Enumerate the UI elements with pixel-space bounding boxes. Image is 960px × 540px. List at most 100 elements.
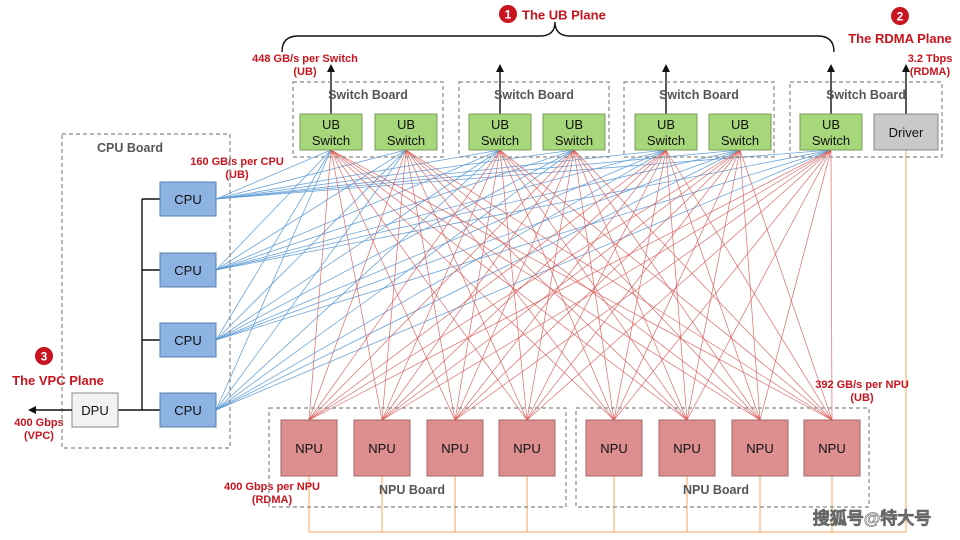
npu-ub-link [330, 149, 456, 421]
npu-ub-link [454, 149, 832, 421]
switch-board-3: Switch Board [623, 81, 775, 158]
uplink-arrows [327, 64, 910, 114]
npu: NPU [585, 419, 643, 477]
cpu-ub-link [215, 149, 741, 200]
rdma-bandwidth-protocol: (RDMA) [910, 66, 951, 78]
npu-ub-link [381, 149, 832, 421]
cpu-ub-link [215, 149, 332, 341]
npu-ub-link [454, 149, 741, 421]
ub-switch-label-line2: Switch [481, 133, 519, 148]
cpu-ub-link [215, 149, 407, 341]
npu-board-1: NPU Board [268, 407, 567, 508]
ub-switch-label-line1: UB [731, 117, 749, 132]
rdma-plane-badge: 2 [891, 7, 909, 25]
ub-plane-brace [281, 21, 835, 53]
ub-switches: UBSwitchUBSwitchUBSwitchUBSwitchUBSwitch… [299, 113, 863, 151]
npu-ub-link [381, 149, 407, 421]
cpu: CPU [159, 181, 217, 217]
npu-ub-link [308, 149, 575, 421]
cpu-ub-link [215, 149, 501, 411]
svg-text:3: 3 [41, 350, 48, 364]
ub-switch-label-line2: Switch [721, 133, 759, 148]
cpu-ub-link [215, 149, 667, 271]
npu-ub-link [499, 149, 761, 421]
svg-text:2: 2 [897, 10, 904, 24]
ub-switch-label-line2: Switch [647, 133, 685, 148]
npu-ub-link [381, 149, 741, 421]
npu-ub-link [665, 149, 833, 421]
cpu-ub-link [215, 149, 832, 411]
cpu-ub-link [215, 149, 832, 341]
ub-switch-label-line1: UB [565, 117, 583, 132]
svg-text:NPU Board: NPU Board [379, 483, 445, 497]
npu-ub-link [405, 149, 688, 421]
npu-ub-link [526, 149, 832, 421]
cpu-ub-link [215, 149, 741, 341]
npu-ub-link [308, 149, 667, 421]
npu-ub-link [526, 149, 575, 421]
ub-switch-label-line1: UB [397, 117, 415, 132]
npu-ub-link [454, 149, 501, 421]
npu-ub-link [665, 149, 761, 421]
cpu-bandwidth-protocol: (UB) [225, 169, 249, 181]
cpu-ub-link [215, 149, 501, 200]
svg-text:1: 1 [505, 8, 512, 22]
npu-label: NPU [600, 441, 627, 456]
npu-ub-link [573, 149, 833, 421]
npu-ub-link [330, 149, 528, 421]
npu-ub-link [613, 149, 832, 421]
cpu: CPU [159, 322, 217, 358]
npu-ub-link [405, 149, 456, 421]
switch-bandwidth-label: 448 GB/s per Switch [252, 53, 358, 65]
svg-text:Switch Board: Switch Board [328, 88, 408, 102]
npu-rdma-bandwidth-label: 400 Gbps per NPU [224, 481, 320, 493]
cpu-ub-link [215, 149, 407, 271]
npu-ub-link [308, 149, 832, 421]
ub-switch-label-line2: Switch [812, 133, 850, 148]
npu-ub-link [330, 149, 615, 421]
svg-text:Switch Board: Switch Board [826, 88, 906, 102]
npu-ub-link [454, 149, 575, 421]
switch-board-1: Switch Board [292, 81, 444, 158]
ub-switch-label-line2: Switch [312, 133, 350, 148]
npu-ub-link [308, 149, 741, 421]
npu-ub-link [308, 149, 501, 421]
vpc-bandwidth-protocol: (VPC) [24, 430, 54, 442]
svg-text:Switch Board: Switch Board [494, 88, 574, 102]
npu-ub-link [613, 149, 741, 421]
npu-ub-link [613, 149, 667, 421]
cpu-bandwidth-label: 160 GB/s per CPU [190, 156, 284, 168]
npu-ub-link [330, 149, 688, 421]
npu-label: NPU [295, 441, 322, 456]
npu-ub-link [381, 149, 501, 421]
npu-ub-bandwidth-label: 392 GB/s per NPU [815, 379, 909, 391]
npu-ub-link [526, 149, 667, 421]
npu-ub-link [739, 149, 761, 421]
npu-ub-link [665, 149, 688, 421]
cpu-label: CPU [174, 192, 201, 207]
npu-ub-link [405, 149, 761, 421]
ub-switch-label-line1: UB [822, 117, 840, 132]
svg-text:CPU Board: CPU Board [97, 141, 163, 155]
npu: NPU [731, 419, 789, 477]
npu-ub-bandwidth-protocol: (UB) [850, 392, 874, 404]
npu-ub-link [330, 149, 761, 421]
npu-ub-link [381, 149, 575, 421]
npu-ub-link [830, 149, 833, 421]
rdma-bandwidth-label: 3.2 Tbps [908, 53, 953, 65]
dpu: DPU [71, 392, 119, 428]
vpc-bandwidth-label: 400 Gbps [14, 417, 64, 429]
npu-ub-link [330, 149, 383, 421]
cpu-label: CPU [174, 403, 201, 418]
cpu-label: CPU [174, 333, 201, 348]
npu: NPU [803, 419, 861, 477]
cpu-ub-link [215, 149, 575, 411]
cpu-ub-link [215, 149, 501, 271]
